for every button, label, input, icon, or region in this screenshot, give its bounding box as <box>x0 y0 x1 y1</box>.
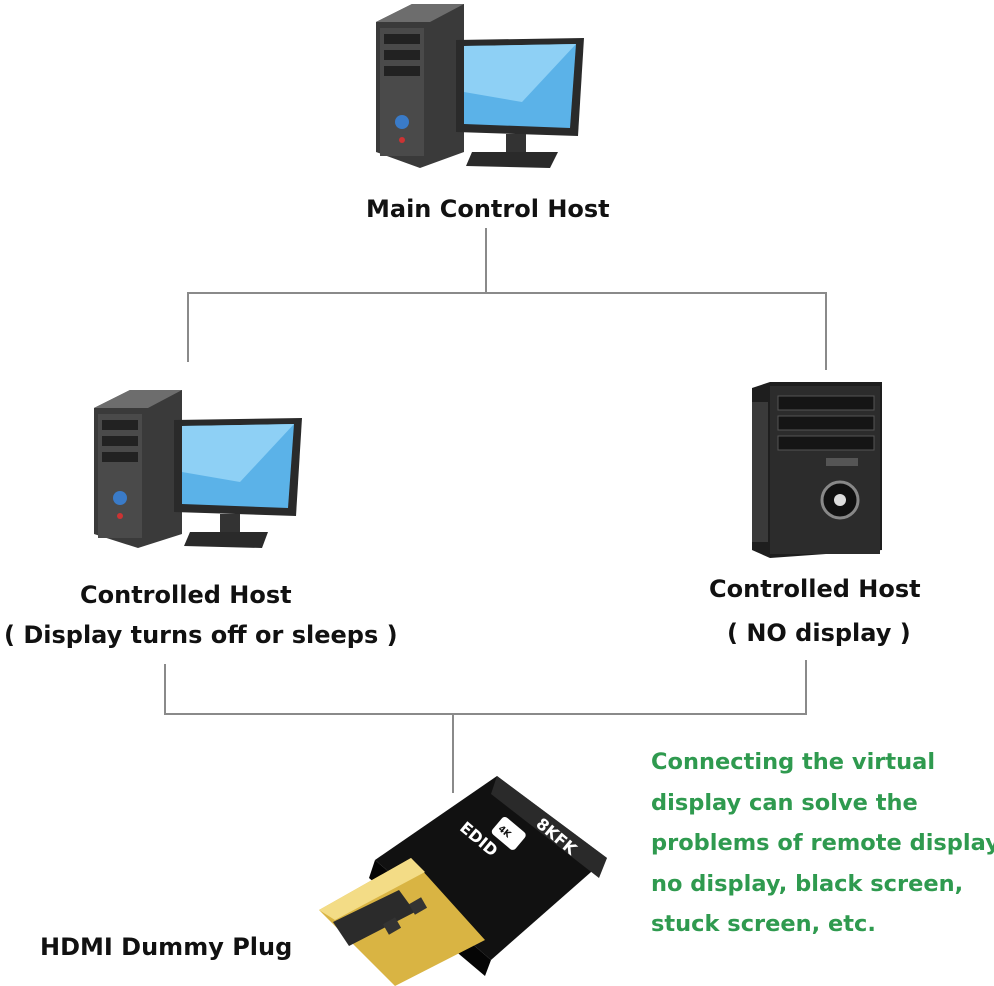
connector-plug-down <box>452 713 454 793</box>
connector-right-down <box>825 292 827 370</box>
desktop-computer-icon <box>94 390 302 548</box>
hdmi-dummy-plug-image: 8KFK 4K EDID <box>319 776 607 986</box>
connector-main-down <box>485 228 487 294</box>
tower-pc-icon <box>752 382 882 558</box>
description-line: display can solve the <box>651 789 918 816</box>
connector-bottom-horizontal <box>164 713 807 715</box>
description-line: no display, black screen, <box>651 870 964 897</box>
left-host-label: Controlled Host <box>80 581 292 609</box>
description-text: Connecting the virtual display can solve… <box>651 742 994 945</box>
connector-top-horizontal <box>187 292 827 294</box>
desktop-computer-icon <box>376 4 584 168</box>
description-line: stuck screen, etc. <box>651 911 876 937</box>
plug-label: HDMI Dummy Plug <box>40 933 293 961</box>
right-host-label: Controlled Host <box>709 575 921 603</box>
left-host-note: ( Display turns off or sleeps ) <box>4 621 398 649</box>
description-line: problems of remote display, <box>651 830 994 856</box>
right-host-note: ( NO display ) <box>727 619 911 647</box>
connector-left-down <box>187 292 189 362</box>
main-host-label: Main Control Host <box>366 195 610 223</box>
connector-right-up <box>805 660 807 715</box>
description-line: Connecting the virtual <box>651 749 936 775</box>
connector-left-up <box>164 664 166 715</box>
